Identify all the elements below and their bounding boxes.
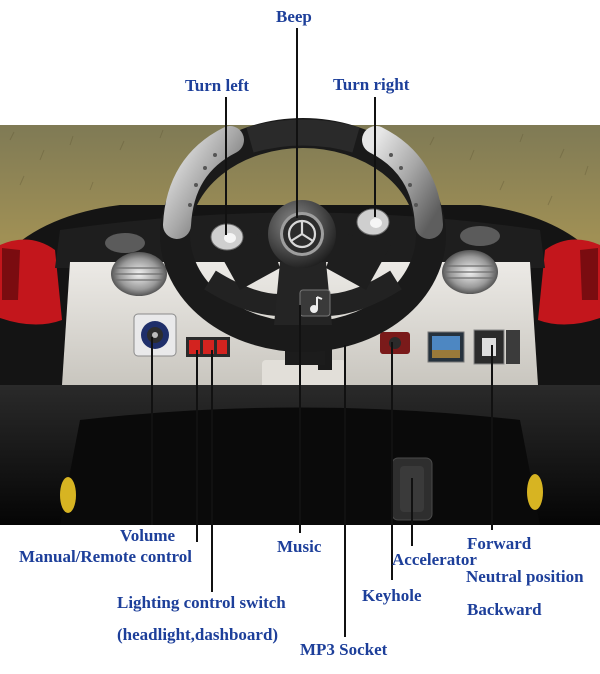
label-keyhole: Keyhole (362, 586, 422, 605)
leader-volume (151, 337, 153, 525)
leader-music (299, 305, 301, 533)
label-beep: Beep (276, 7, 312, 26)
leader-turn-right (374, 97, 376, 217)
label-turn-right: Turn right (333, 75, 410, 94)
leader-keyhole (391, 342, 393, 580)
grass-texture (9, 129, 589, 206)
leader-turn-left (225, 97, 227, 235)
wheel-rivets (188, 153, 418, 207)
left-mirror (2, 248, 20, 300)
leader-manual-remote (196, 350, 198, 542)
steering-wheel (160, 118, 446, 352)
label-music: Music (277, 537, 322, 556)
leader-accelerator (411, 478, 413, 546)
label-accelerator: Accelerator (392, 550, 477, 569)
right-badge (527, 474, 543, 510)
label-lighting-detail: (headlight,dashboard) (117, 625, 279, 644)
three-pointed-star-icon (287, 219, 317, 249)
label-backward: Backward (467, 600, 542, 619)
leader-lighting (211, 350, 213, 592)
leader-forward (491, 345, 493, 530)
label-manual-remote: Manual/Remote control (19, 547, 192, 566)
music-button (299, 289, 331, 317)
label-lighting-switch: Lighting control switch (117, 593, 286, 612)
inner-left-vent (105, 233, 145, 253)
right-mirror (580, 248, 598, 300)
left-badge (60, 477, 76, 513)
leader-beep (296, 28, 298, 218)
label-mp3-socket: MP3 Socket (300, 640, 388, 659)
label-forward: Forward (467, 534, 532, 553)
label-volume: Volume (120, 526, 176, 545)
leader-mp3 (344, 345, 346, 637)
label-neutral: Neutral position (466, 567, 584, 586)
music-note-icon (310, 296, 323, 313)
inner-right-vent (460, 226, 500, 246)
label-turn-left: Turn left (185, 76, 250, 95)
